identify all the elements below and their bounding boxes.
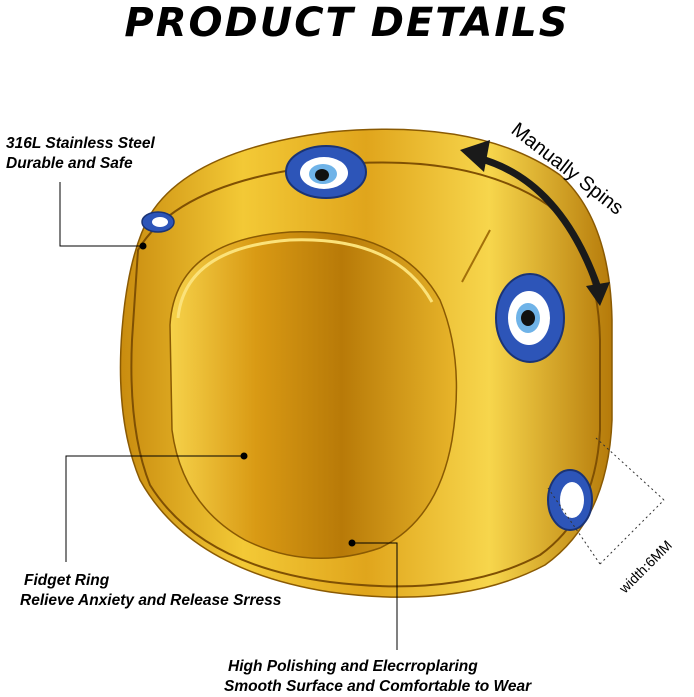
evil-eye-icon [547,469,593,531]
callout-dot-steel [139,242,147,250]
callout-dot-fidget [240,452,248,460]
width-dimension [547,437,665,565]
callout-fidget-line2: Relieve Anxiety and Release Srress [20,592,282,609]
callout-dot-polish [348,539,356,547]
callout-steel-line1: 316L Stainless Steel [6,135,155,152]
evil-eye-icon [141,211,175,233]
evil-eye-icon [495,273,565,363]
curved-arrow-icon [460,140,610,306]
callout-fidget: Fidget Ring Relieve Anxiety and Release … [20,571,281,611]
callout-steel-line2: Durable and Safe [6,155,133,172]
callout-leader-polish [352,542,398,650]
width-label: width:6MM [615,537,675,597]
callout-leader-steel [59,182,140,247]
ring-band [119,128,613,598]
callout-leader-fidget [65,455,244,562]
page-title: PRODUCT DETAILS [124,0,570,46]
callout-polish-line2: Smooth Surface and Comfortable to Wear [224,678,532,695]
evil-eye-icon [285,145,367,199]
callout-polish-line1: High Polishing and Elecrroplaring [228,658,478,675]
callout-steel: 316L Stainless Steel Durable and Safe [6,134,155,174]
callout-fidget-line1: Fidget Ring [24,572,110,589]
callout-polish: High Polishing and Elecrroplaring Smooth… [224,657,531,697]
